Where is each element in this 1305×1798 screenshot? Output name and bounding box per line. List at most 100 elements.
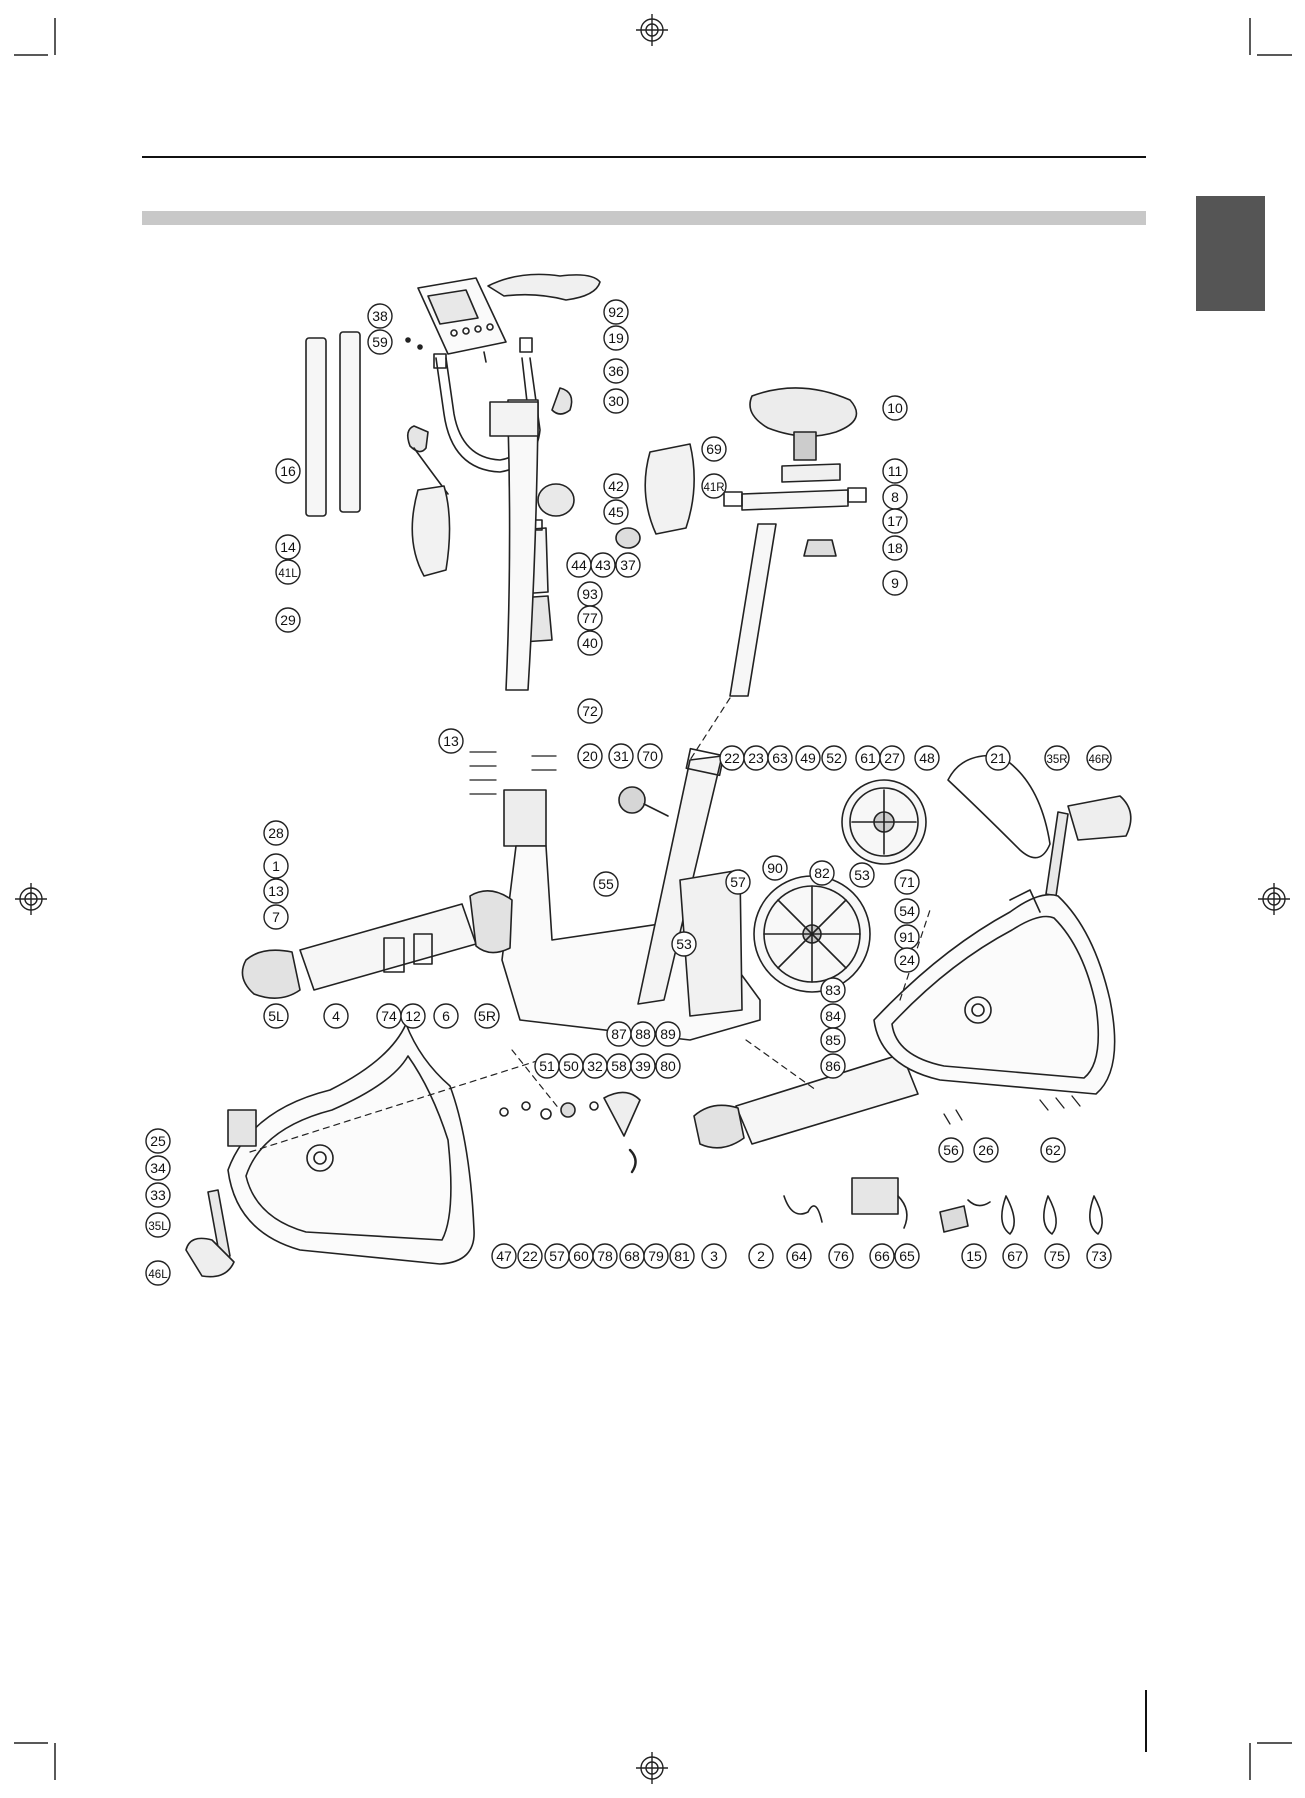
bracket-part [679, 869, 743, 1017]
callout-52: 52 [821, 745, 847, 771]
callout-label-text: 5R [478, 1008, 496, 1024]
callout-label-text: 14 [280, 539, 296, 555]
callout-circle [275, 559, 301, 585]
knob-part [618, 786, 646, 814]
callout-circle [821, 745, 847, 771]
registration-mark-right [1258, 883, 1290, 915]
callout-label-text: 69 [706, 441, 722, 457]
callout-circle [263, 853, 289, 879]
callout-circle [145, 1212, 171, 1238]
callout-circle [882, 570, 908, 596]
callout-circle [145, 1260, 171, 1286]
callout-13: 13 [263, 878, 289, 904]
callout-circle [795, 745, 821, 771]
callout-circle [938, 1137, 964, 1163]
callout-93: 93 [577, 581, 603, 607]
callout-circle [275, 458, 301, 484]
callout-label-text: 26 [978, 1142, 994, 1158]
callout-circle [367, 303, 393, 329]
callout-26: 26 [973, 1137, 999, 1163]
callout-label-text: 31 [613, 748, 629, 764]
wire-75-part [1043, 1195, 1057, 1235]
callout-circle [603, 358, 629, 384]
crank-left-part [207, 1189, 231, 1259]
callout-5R: 5R [474, 1003, 500, 1029]
callout-label-text: 68 [624, 1248, 640, 1264]
seat-knob-part [803, 539, 837, 557]
callout-label-text: 13 [268, 883, 284, 899]
callout-label-text: 20 [582, 748, 598, 764]
callout-circle [275, 534, 301, 560]
callout-label-text: 16 [280, 463, 296, 479]
callout-27: 27 [879, 745, 905, 771]
callout-label-text: 58 [611, 1058, 627, 1074]
callout-circle [701, 473, 727, 499]
bearing-parts [540, 1091, 641, 1174]
callout-label-text: 34 [150, 1160, 166, 1176]
callout-circle [637, 743, 663, 769]
callout-70: 70 [637, 743, 663, 769]
callout-label-text: 44 [571, 557, 587, 573]
callout-label-text: 19 [608, 330, 624, 346]
pulley-part [841, 779, 927, 865]
callout-45: 45 [603, 499, 629, 525]
callout-55: 55 [593, 871, 619, 897]
callout-61: 61 [855, 745, 881, 771]
callout-6: 6 [433, 1003, 459, 1029]
callout-60: 60 [568, 1243, 594, 1269]
callout-label-text: 46L [148, 1269, 168, 1281]
callout-2: 2 [748, 1243, 774, 1269]
callout-label-text: 51 [539, 1058, 555, 1074]
handlebar-cover-part [487, 273, 601, 301]
callout-67: 67 [1002, 1243, 1028, 1269]
callout-label-text: 78 [597, 1248, 613, 1264]
flywheel-part [753, 875, 871, 993]
callout-circle [1040, 1137, 1066, 1163]
callout-circle [603, 473, 629, 499]
callout-label-text: 83 [825, 982, 841, 998]
callout-label-text: 25 [150, 1133, 166, 1149]
callout-66: 66 [869, 1243, 895, 1269]
callout-circle [263, 820, 289, 846]
callout-21: 21 [985, 745, 1011, 771]
callout-81: 81 [669, 1243, 695, 1269]
callout-circle [748, 1243, 774, 1269]
callout-41R: 41R [701, 473, 727, 499]
callout-circle [882, 535, 908, 561]
callout-59: 59 [367, 329, 393, 355]
callout-83: 83 [820, 977, 846, 1003]
knob-housing-part [537, 483, 575, 517]
callout-circle [323, 1003, 349, 1029]
callout-circle [433, 1003, 459, 1029]
callout-label-text: 53 [854, 867, 870, 883]
callout-circle [669, 1243, 695, 1269]
callout-label-text: 29 [280, 612, 296, 628]
callout-label-text: 77 [582, 610, 598, 626]
adapter-15-part [939, 1205, 969, 1233]
callout-label-text: 49 [800, 750, 816, 766]
callout-circle [820, 1027, 846, 1053]
parts-drawing [185, 273, 1132, 1278]
callout-54: 54 [894, 898, 920, 924]
belt-part [947, 754, 1051, 859]
callout-23: 23 [743, 745, 769, 771]
callout-label-text: 92 [608, 304, 624, 320]
callout-64: 64 [786, 1243, 812, 1269]
callout-57: 57 [725, 869, 751, 895]
callout-36: 36 [603, 358, 629, 384]
wire-64-part [783, 1195, 823, 1223]
side-cover-right-part [873, 889, 1116, 1095]
callout-19: 19 [603, 325, 629, 351]
callout-label-text: 76 [833, 1248, 849, 1264]
callout-77: 77 [577, 605, 603, 631]
callout-circle [762, 855, 788, 881]
callout-63: 63 [767, 745, 793, 771]
callout-circle [882, 395, 908, 421]
callout-label-text: 79 [648, 1248, 664, 1264]
callout-20: 20 [577, 743, 603, 769]
callout-10: 10 [882, 395, 908, 421]
callout-90: 90 [762, 855, 788, 881]
callout-label-text: 45 [608, 504, 624, 520]
callout-circle [701, 436, 727, 462]
